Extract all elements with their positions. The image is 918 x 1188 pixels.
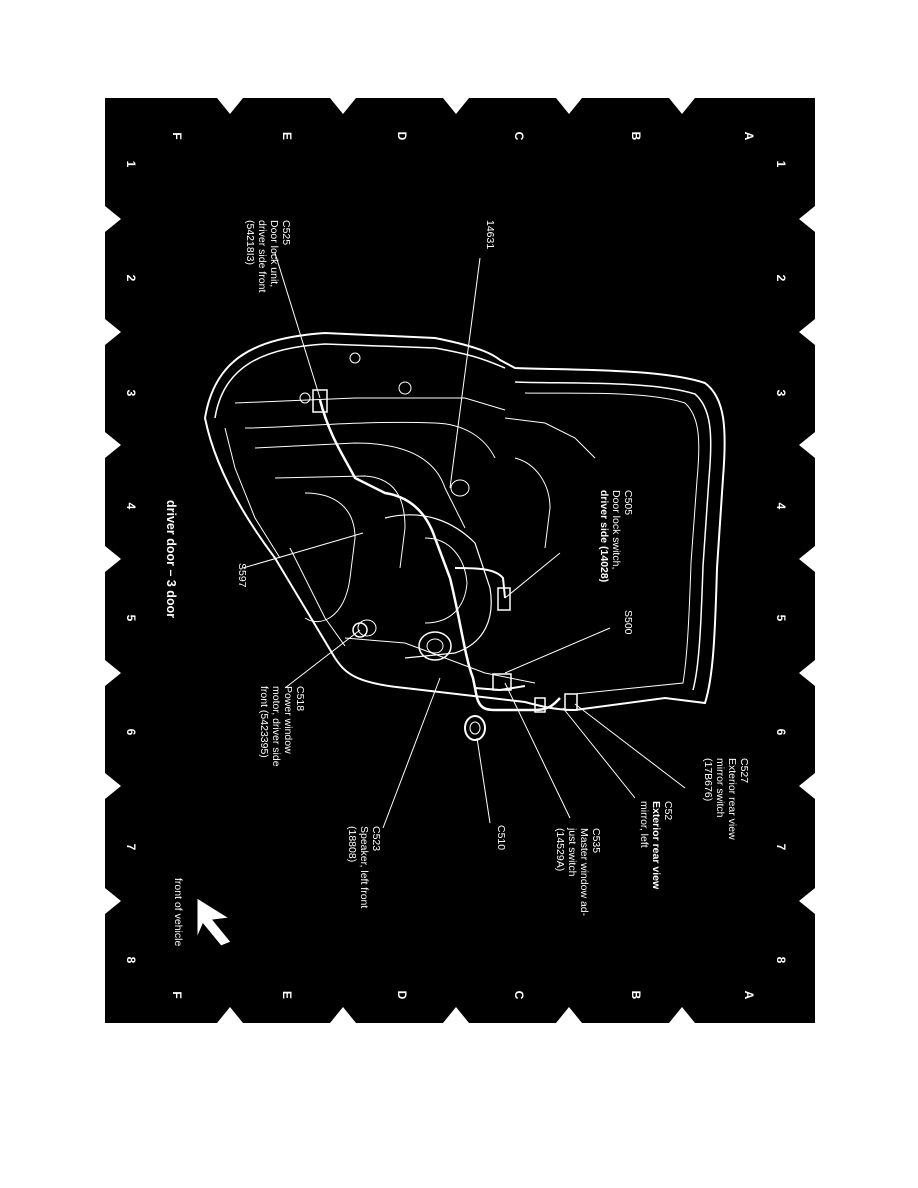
col-number-right-7: 7: [774, 844, 788, 851]
diagram-panel: A B C D E F A B C D E F 1 2 3 4 5 6 7 8 …: [105, 98, 815, 1023]
callout-label: (14529A): [554, 828, 566, 871]
row-letter-bottom-e: E: [280, 991, 294, 999]
col-number-left-4: 4: [124, 503, 138, 510]
col-number-left-8: 8: [124, 957, 138, 964]
callout-c510: C510: [495, 825, 507, 850]
door-drawing: [203, 331, 726, 741]
callout-c535: C535 Master window ad- just switch (1452…: [554, 827, 602, 917]
row-letter-top-c: C: [512, 132, 526, 141]
callout-label: C510: [495, 825, 507, 850]
col-number-left-1: 1: [124, 161, 138, 168]
col-number-right-6: 6: [774, 729, 788, 736]
callout-c527: C527 Exterior rear view mirror switch (1…: [702, 758, 750, 840]
front-of-vehicle-arrow-icon: [196, 897, 232, 947]
diagram-title: driver door – 3 door: [164, 500, 178, 618]
callout-label: C518: [294, 686, 306, 711]
callout-c518: C518 Power window motor, driver side fro…: [258, 686, 306, 767]
row-letter-top-d: D: [395, 132, 409, 141]
front-of-vehicle-label: front of vehicle: [172, 878, 184, 946]
callout-label: 14631: [484, 220, 496, 249]
row-letter-bottom-c: C: [512, 991, 526, 1000]
callout-label: mirror switch: [714, 758, 726, 818]
callout-s597: S597: [236, 563, 248, 588]
callout-label: (18808): [346, 826, 358, 862]
col-number-left-3: 3: [124, 390, 138, 397]
callout-label: Master window ad-: [578, 828, 590, 917]
callout-label: Power window: [282, 686, 294, 754]
callout-label: Speaker, left front: [358, 826, 370, 908]
callout-14631: 14631: [484, 220, 496, 249]
row-letter-top-a: A: [742, 132, 756, 141]
row-letter-bottom-f: F: [170, 991, 184, 998]
callout-label: front (5423395): [258, 686, 270, 758]
callout-label: Exterior rear view: [726, 758, 738, 840]
col-number-left-6: 6: [124, 729, 138, 736]
callout-label: (17B676): [702, 758, 714, 801]
callout-label: motor, driver side: [270, 686, 282, 767]
row-letter-top-f: F: [170, 132, 184, 139]
row-letter-top-e: E: [280, 132, 294, 140]
col-number-right-8: 8: [774, 957, 788, 964]
col-number-right-2: 2: [774, 275, 788, 282]
border-markers: [105, 98, 815, 1023]
callout-c525: C525 Door lock unit, driver side front (…: [244, 220, 292, 292]
callout-label: C535: [590, 828, 602, 853]
callout-c52: C52 Exterior rear view mirror, left: [638, 801, 674, 890]
callout-label: C505: [622, 490, 634, 515]
callout-label: Door lock unit,: [268, 220, 280, 287]
callout-s500: S500: [622, 610, 634, 635]
row-letter-bottom-a: A: [742, 991, 756, 1000]
col-number-left-2: 2: [124, 275, 138, 282]
leader-lines: [242, 252, 686, 829]
callout-label: C525: [280, 220, 292, 245]
col-number-right-4: 4: [774, 503, 788, 510]
callout-label: mirror, left: [638, 801, 650, 848]
callout-label: C523: [370, 826, 382, 851]
col-number-right-5: 5: [774, 615, 788, 622]
callout-label: driver side (14028): [598, 490, 610, 582]
callout-label: Exterior rear view: [650, 801, 662, 890]
callout-c505: C505 Door lock switch, driver side (1402…: [598, 490, 634, 582]
callout-label: C527: [738, 758, 750, 783]
callout-label: driver side front: [256, 220, 268, 292]
row-letter-bottom-b: B: [629, 991, 643, 1000]
callout-label: just switch: [566, 827, 578, 877]
callout-c523: C523 Speaker, left front (18808): [346, 826, 382, 908]
callout-label: (54218I3): [244, 220, 256, 265]
col-number-left-7: 7: [124, 844, 138, 851]
callout-label: S597: [236, 563, 248, 588]
col-number-left-5: 5: [124, 615, 138, 622]
row-letter-top-b: B: [629, 132, 643, 141]
row-letter-bottom-d: D: [395, 991, 409, 1000]
callout-label: Door lock switch,: [610, 490, 622, 569]
callout-label: C52: [662, 801, 674, 820]
callout-label: S500: [622, 610, 634, 635]
col-number-right-3: 3: [774, 390, 788, 397]
col-number-right-1: 1: [774, 161, 788, 168]
door-wiring-diagram: A B C D E F A B C D E F 1 2 3 4 5 6 7 8 …: [105, 98, 815, 1023]
